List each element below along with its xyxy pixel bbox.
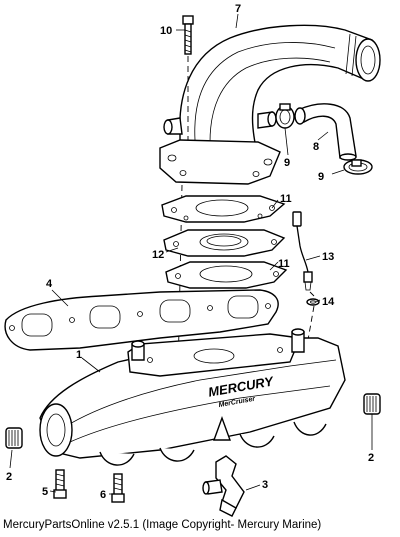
callout-5: 5 [42, 486, 48, 498]
hose-clamp-upper[interactable] [275, 103, 295, 129]
callout-11-upper: 11 [280, 193, 292, 205]
callout-12: 12 [152, 249, 164, 261]
hose-clamp-lower[interactable] [343, 159, 373, 175]
callout-7: 7 [235, 3, 241, 15]
drain-plug-right[interactable] [363, 393, 381, 415]
manifold-gasket[interactable] [4, 289, 279, 351]
callout-13: 13 [322, 251, 334, 263]
callout-2-left: 2 [6, 471, 12, 483]
drain-plug-left[interactable] [5, 427, 23, 449]
callout-14: 14 [322, 296, 335, 308]
sender-guide-line [307, 291, 315, 341]
elbow-fitting[interactable] [202, 455, 245, 517]
callout-2-right: 2 [368, 452, 374, 464]
callout-3: 3 [262, 479, 268, 491]
gasket-lower[interactable] [165, 261, 288, 289]
water-hose[interactable] [294, 103, 357, 161]
gasket-upper[interactable] [161, 195, 286, 223]
copyright-caption: MercuryPartsOnline v2.5.1 (Image Copyrig… [3, 519, 322, 531]
temperature-sender[interactable] [292, 211, 313, 291]
leader-lines [9, 13, 373, 495]
spacer-plate[interactable] [163, 229, 286, 257]
callout-8: 8 [313, 141, 319, 153]
callout-11-lower: 11 [278, 258, 290, 270]
exhaust-manifold[interactable] [39, 328, 346, 466]
sealing-washer[interactable] [306, 298, 320, 306]
manifold-bolt-5[interactable] [53, 469, 67, 499]
exhaust-elbow[interactable] [163, 24, 381, 151]
callout-labels: 7 10 8 9 9 11 12 11 13 14 4 1 2 2 3 5 6 [6, 3, 374, 501]
elbow-bolt[interactable] [182, 15, 194, 55]
manifold-bolt-6[interactable] [111, 473, 125, 503]
elbow-flange [159, 139, 281, 185]
callout-6: 6 [100, 489, 106, 501]
callout-4: 4 [46, 278, 53, 290]
callout-9-upper: 9 [284, 157, 290, 169]
callout-1: 1 [76, 349, 82, 361]
callout-10: 10 [160, 25, 172, 37]
callout-9-lower: 9 [318, 171, 324, 183]
